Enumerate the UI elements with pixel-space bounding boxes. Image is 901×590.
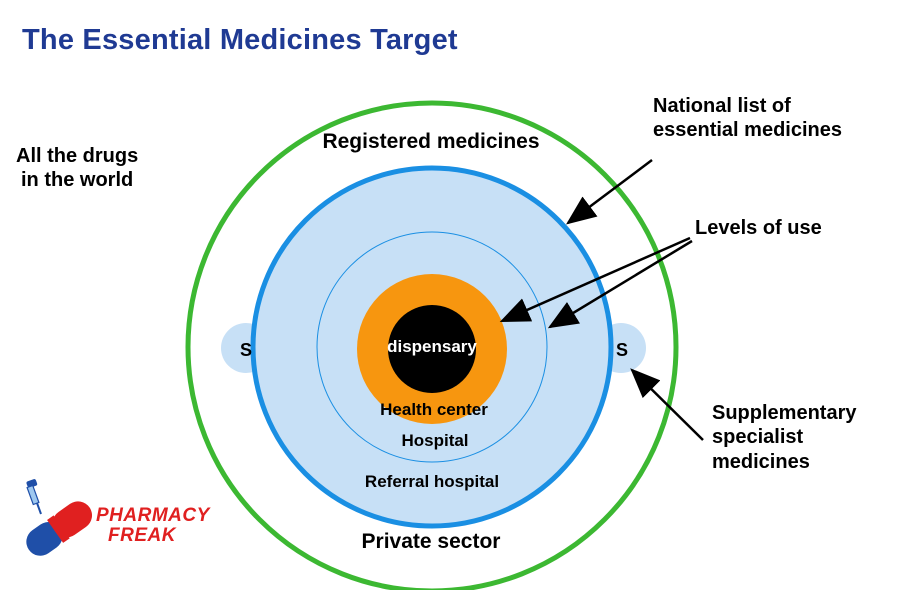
supplementary-line-1: Supplementary bbox=[712, 402, 857, 424]
national-list-arrow bbox=[566, 159, 653, 225]
all-drugs-label: All the drugs in the world bbox=[16, 144, 138, 193]
all-drugs-line-2: in the world bbox=[21, 169, 134, 192]
logo-text: PHARMACY FREAK bbox=[96, 506, 210, 546]
dropper-icon bbox=[26, 479, 42, 515]
levels-of-use-label: Levels of use bbox=[695, 217, 822, 239]
supplementary-line-3: medicines bbox=[712, 450, 810, 473]
dispensary-label: dispensary bbox=[387, 337, 477, 356]
dispensary-circle bbox=[388, 305, 476, 393]
page-title: The Essential Medicines Target bbox=[22, 24, 458, 56]
pharmacy-freak-logo bbox=[26, 479, 93, 556]
supplementary-label: Supplementary specialist medicines bbox=[712, 401, 856, 474]
registered-medicines-label: Registered medicines bbox=[322, 130, 539, 153]
national-list-line-2: essential medicines bbox=[653, 119, 842, 142]
s-left-label: S bbox=[240, 340, 252, 360]
supplementary-line-2: specialist bbox=[712, 426, 804, 449]
referral-hospital-label: Referral hospital bbox=[365, 472, 499, 491]
logo-line-1: PHARMACY bbox=[96, 505, 210, 526]
levels-arrow-health-center bbox=[499, 236, 691, 323]
national-list-line-1: National list of bbox=[653, 95, 791, 117]
levels-arrow-hospital bbox=[547, 239, 693, 329]
hospital-label: Hospital bbox=[401, 431, 468, 450]
private-sector-label: Private sector bbox=[362, 530, 501, 553]
logo-line-2: FREAK bbox=[108, 524, 176, 546]
capsule-icon bbox=[26, 501, 93, 556]
s-right-label: S bbox=[616, 340, 628, 360]
national-list-label: National list of essential medicines bbox=[653, 94, 842, 143]
all-drugs-line-1: All the drugs bbox=[16, 145, 139, 167]
supplementary-arrow bbox=[630, 368, 704, 441]
health-center-label: Health center bbox=[380, 400, 488, 419]
